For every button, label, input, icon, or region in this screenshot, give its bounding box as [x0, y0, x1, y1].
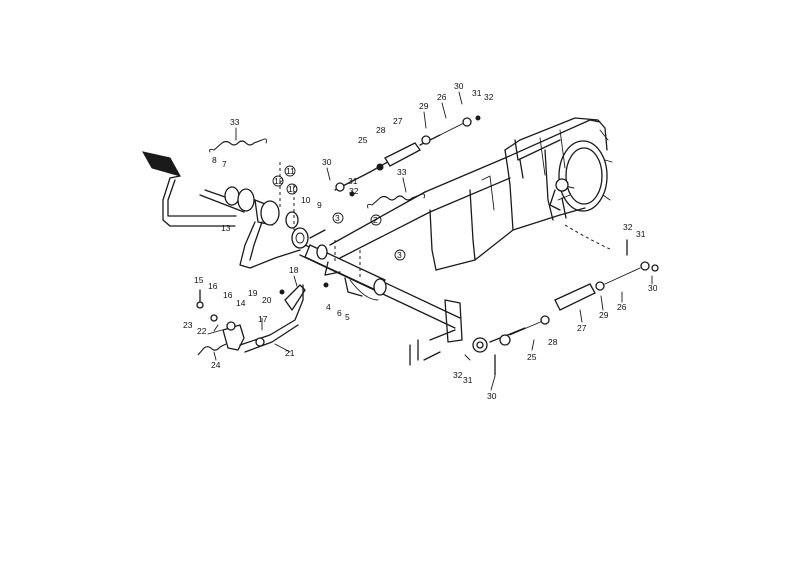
callout-24: 24 [211, 360, 221, 370]
callout-21: 21 [285, 348, 295, 358]
callout-28-upper: 28 [376, 125, 386, 135]
callout-31-upper-left: 31 [348, 176, 358, 186]
callout-20: 20 [262, 295, 272, 305]
callout-23: 23 [183, 320, 193, 330]
callout-9: 9 [317, 200, 322, 210]
callout-6: 6 [337, 308, 342, 318]
callout-33: 33 [230, 117, 240, 127]
callout-3-left: 3 [335, 213, 340, 223]
callout-27-lower: 27 [577, 323, 587, 333]
callout-3-right: 3 [397, 250, 402, 260]
callout-31-lower-left: 31 [463, 375, 473, 385]
lower-linkage [464, 239, 659, 376]
callout-10-lower: 10 [301, 195, 311, 205]
callout-2: 2 [373, 215, 378, 225]
callout-14: 14 [236, 298, 246, 308]
cross-shaft [299, 240, 488, 366]
callout-31-lower-right: 31 [636, 229, 646, 239]
callout-12: 12 [274, 176, 284, 186]
callout-29-lower: 29 [599, 310, 609, 320]
callout-30-upper-right: 30 [454, 81, 464, 91]
callout-19: 19 [248, 288, 258, 298]
pedal-assembly [142, 151, 406, 269]
callout-29-upper: 29 [419, 101, 429, 111]
upper-linkage [334, 115, 481, 197]
callout-32-lower-left: 32 [453, 370, 463, 380]
callout-32-lower-right: 32 [623, 222, 633, 232]
leader-lines [213, 91, 653, 391]
callout-8: 8 [212, 155, 217, 165]
callout-16-lower: 16 [223, 290, 233, 300]
callout-labels: 33 8 7 11 12 10 10 9 13 30 25 28 27 29 2… [183, 81, 658, 401]
callout-30-lower-right: 30 [648, 283, 658, 293]
callout-5: 5 [345, 312, 350, 322]
callout-33-upper-right: 33 [397, 167, 407, 177]
callout-32-upper-left: 32 [349, 186, 359, 196]
callout-25-upper: 25 [358, 135, 368, 145]
callout-30-lower-left: 30 [487, 391, 497, 401]
callout-22: 22 [197, 326, 207, 336]
callout-30-upper-left: 30 [322, 157, 332, 167]
callout-13: 13 [221, 223, 231, 233]
callout-11: 11 [286, 166, 295, 176]
callout-32-upper-right: 32 [484, 92, 494, 102]
callout-25-lower: 25 [527, 352, 537, 362]
callout-15: 15 [194, 275, 204, 285]
callout-31-upper-right: 31 [472, 88, 482, 98]
callout-17: 17 [258, 314, 268, 324]
brake-lever [196, 282, 329, 353]
callout-4: 4 [326, 302, 331, 312]
callout-10-upper: 10 [288, 184, 298, 194]
callout-26-lower: 26 [617, 302, 627, 312]
return-springs [197, 138, 425, 356]
transmission-housing [329, 117, 613, 271]
callout-18: 18 [289, 265, 299, 275]
callout-27-upper: 27 [393, 116, 403, 126]
callout-16-upper: 16 [208, 281, 218, 291]
callout-26-upper: 26 [437, 92, 447, 102]
callout-28-lower: 28 [548, 337, 558, 347]
callout-7: 7 [222, 159, 227, 169]
